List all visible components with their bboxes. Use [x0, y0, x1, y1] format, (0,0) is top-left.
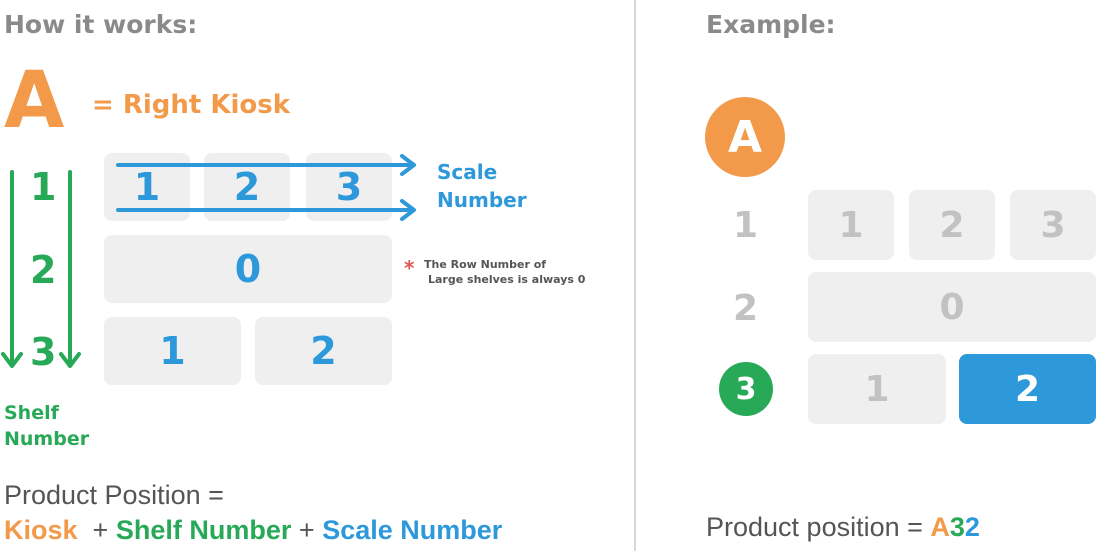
example-cell: 1 — [808, 190, 894, 260]
scale-arrows-icon — [116, 154, 416, 221]
shelf-cell-large: 0 — [104, 235, 392, 303]
formula-line1: Product Position = — [4, 480, 224, 510]
large-shelf-note: The Row Number of Large shelves is alway… — [424, 258, 586, 286]
example-cell-large: 0 — [808, 272, 1096, 342]
panel-divider — [634, 0, 636, 551]
example-shelf-number-3: 3 — [719, 362, 773, 416]
example-cell: 3 — [1010, 190, 1096, 260]
formula-line2: Kiosk + Shelf Number + Scale Number — [4, 515, 503, 545]
shelf-arrows-icon — [1, 170, 81, 368]
shelf-number-3: 3 — [30, 330, 57, 374]
example-cell: 1 — [808, 354, 946, 424]
example-shelf-number-1: 1 — [733, 205, 759, 246]
shelf-number-2: 2 — [30, 248, 57, 292]
shelf-cell: 1 — [104, 317, 241, 385]
example-formula: Product position = A32 — [706, 512, 980, 542]
kiosk-letter: A — [4, 56, 65, 146]
example-heading: Example: — [706, 10, 836, 39]
example-cell-selected: 2 — [959, 354, 1096, 424]
shelf-cell: 2 — [255, 317, 392, 385]
scale-number-label: Scale Number — [437, 160, 527, 212]
kiosk-circle: A — [705, 97, 785, 177]
note-asterisk: * — [404, 256, 415, 280]
example-cell: 2 — [909, 190, 995, 260]
shelf-number-label: Shelf Number — [4, 402, 90, 450]
kiosk-label: = Right Kiosk — [92, 90, 291, 120]
shelf-number-1: 1 — [30, 165, 57, 209]
how-it-works-heading: How it works: — [4, 10, 198, 39]
example-shelf-number-2: 2 — [733, 288, 759, 329]
